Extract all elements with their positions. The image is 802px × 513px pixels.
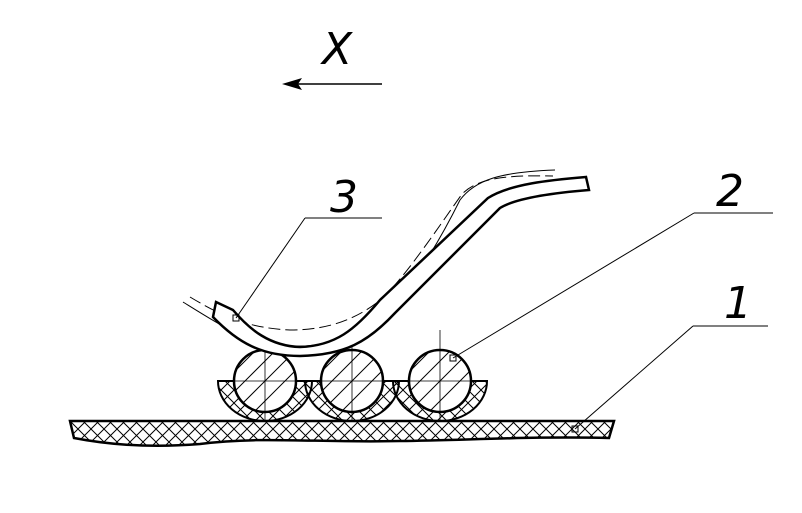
- base-plate: [68, 419, 616, 448]
- roller: [401, 330, 479, 422]
- callout-label-1: 1: [724, 278, 752, 329]
- direction-label: X: [320, 24, 353, 75]
- roller-marker-icon: [449, 354, 457, 362]
- callout-label-3: 3: [330, 172, 358, 223]
- callout-3: 3: [235, 172, 382, 319]
- curved-plate: [182, 169, 591, 358]
- callout-2: 2: [452, 166, 773, 359]
- direction-arrow: X: [282, 24, 382, 90]
- callout-1: 1: [574, 278, 768, 430]
- plate-marker-icon: [232, 314, 240, 322]
- base-marker-icon: [571, 425, 579, 433]
- callout-label-2: 2: [716, 166, 744, 217]
- roller: [313, 338, 391, 422]
- rollers: [226, 330, 479, 422]
